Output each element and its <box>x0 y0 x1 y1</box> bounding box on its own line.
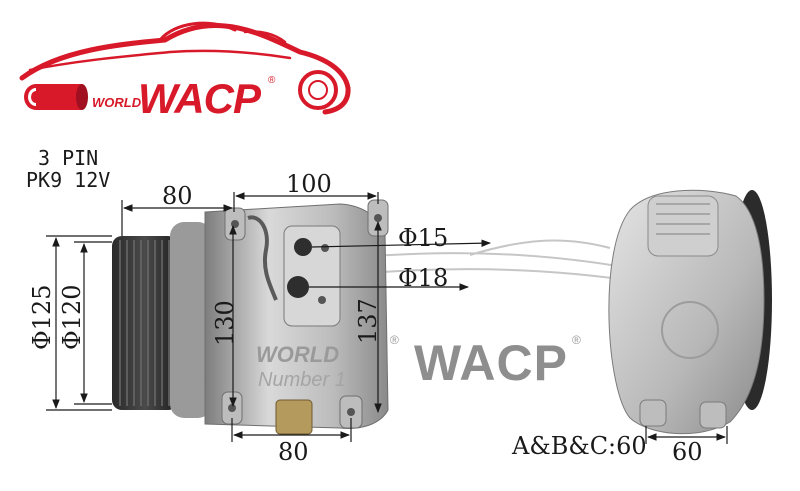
dim-body-height-right: 137 <box>354 298 382 344</box>
dim-port-small: Φ15 <box>398 224 449 252</box>
dimension-lines <box>46 192 728 444</box>
dim-outer-diameter: Φ125 <box>28 284 56 350</box>
clutch-housing <box>170 222 212 418</box>
pulley <box>112 236 178 410</box>
dim-body-height-left: 130 <box>211 300 239 346</box>
port-large <box>287 276 309 298</box>
dim-top-right-width: 100 <box>286 170 332 198</box>
port-block <box>283 225 341 327</box>
port-small <box>294 238 312 256</box>
watermark-registered-mark: ® <box>390 333 399 347</box>
watermark-name: WACP <box>414 335 568 391</box>
brand-name: WACP <box>138 75 261 122</box>
relief-valve <box>275 399 313 435</box>
dim-side-width: 60 <box>672 438 703 466</box>
clutch-wire <box>247 215 278 301</box>
pulley-grooves <box>119 240 170 406</box>
dim-top-left-width: 80 <box>162 182 193 210</box>
brand-car-logo <box>19 21 351 115</box>
dim-port-large: Φ18 <box>398 264 449 292</box>
watermark-prefix: WORLD <box>256 342 340 367</box>
watermark-tagline: Number 1 <box>258 369 346 391</box>
dim-bottom-width: 80 <box>278 438 309 466</box>
watermark-registered-mark-2: ® <box>572 333 581 347</box>
brand-registered-mark: ® <box>268 75 276 86</box>
dim-abc-note: A&B&C:60 <box>512 432 647 460</box>
dim-inner-diameter: Φ120 <box>58 284 86 350</box>
brand-prefix: WORLD <box>92 95 142 110</box>
spec-pin-count: 3 PIN <box>38 146 99 170</box>
brand-logo-cylinder <box>24 84 88 110</box>
compressor-front-view <box>112 199 389 435</box>
compressor-side-view <box>608 189 772 435</box>
spec-pulley-voltage: PK9 12V <box>26 168 111 192</box>
